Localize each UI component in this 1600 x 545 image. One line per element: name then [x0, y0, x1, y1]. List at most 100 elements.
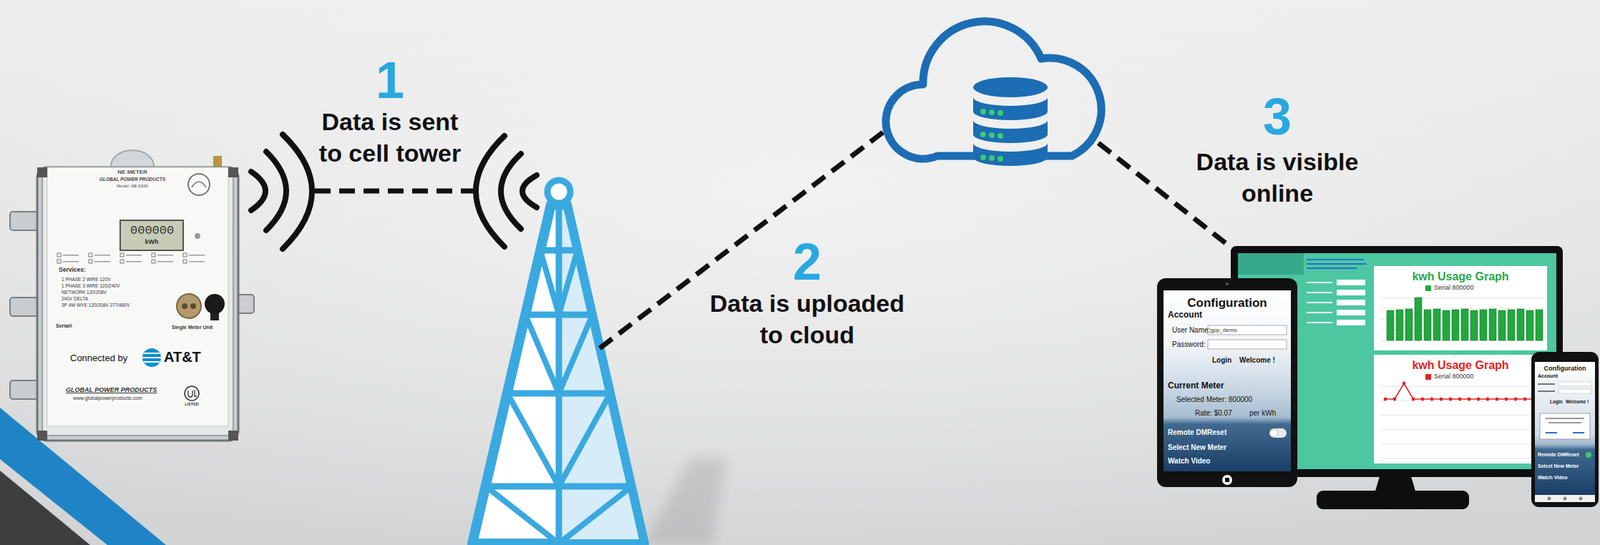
screen-text: Account [1167, 310, 1203, 321]
electric-meter-art-part [47, 167, 229, 427]
meter-label: kWh [145, 238, 159, 246]
meter-mounting-part [10, 211, 39, 231]
electric-meter-art-part [191, 181, 207, 188]
electric-meter-art-part [176, 294, 202, 319]
signal-waves-part [251, 171, 266, 211]
meter-mounting-part [213, 155, 222, 168]
meter-label: Connected by [70, 353, 128, 365]
electric-meter-art-part [188, 389, 197, 398]
phone-screen-art-part [1563, 497, 1568, 501]
screen-text: Password: [1172, 340, 1206, 350]
step-number: 1 [347, 54, 433, 106]
monitor-screen-art-part [1479, 309, 1487, 341]
database-icon-part [973, 97, 1048, 121]
monitor-screen-art-part [1306, 263, 1367, 265]
tablet-screen-art-part [1269, 428, 1287, 438]
screen-text: Configuration [1187, 296, 1267, 311]
electric-meter-art-part [62, 261, 79, 263]
screen-text: Remote DMReset [1167, 428, 1227, 438]
meter-label: Single Meter Unit [171, 324, 213, 331]
screen-text: Configuration [1544, 364, 1587, 373]
chart-text: kwh Usage Graph [1411, 270, 1509, 284]
cloud-icon [885, 21, 1102, 159]
monitor-screen-art-part [1516, 309, 1525, 341]
electric-meter-art-part [94, 261, 111, 263]
database-icon-part [973, 120, 1048, 144]
phone-screen-art-part [1548, 422, 1582, 424]
phone-screen-art-part [1545, 432, 1558, 434]
electric-meter-art-part [88, 259, 93, 264]
electric-meter-art-part [181, 303, 188, 310]
monitor-frame-part [1316, 490, 1470, 510]
monitor-screen-art-part [1433, 309, 1441, 341]
meter-mounting-part [236, 294, 255, 314]
monitor-screen-art-part [1385, 383, 1535, 400]
electric-meter-art-part [120, 259, 124, 264]
electric-meter-art-part [228, 430, 239, 441]
phone-screen-art-part [1534, 495, 1595, 503]
monitor-screen-art-part [1498, 310, 1506, 341]
cell-tower-part [547, 180, 571, 204]
meter-label: www.globalpowerproducts.com [72, 395, 143, 402]
electric-meter-art-part [157, 254, 174, 257]
meter-label: NE METER [117, 168, 147, 176]
database-icon-part [988, 132, 995, 139]
tablet-screen-art-part [1270, 429, 1278, 438]
meter-label: LISTED [184, 402, 199, 407]
electric-meter-art-part [62, 254, 79, 257]
phone-screen-art-part [1539, 413, 1590, 440]
database-icon-part [988, 155, 995, 162]
electric-meter-art-part [88, 253, 93, 257]
monitor-screen-art-part [1306, 301, 1333, 304]
cell-tower-part [507, 393, 611, 487]
monitor-screen-art-part [1306, 259, 1364, 261]
monitor-screen-art-part [1451, 309, 1460, 341]
screen-text: Select New Meter [1537, 463, 1580, 470]
electric-meter-art-part [57, 259, 61, 264]
monitor-screen-art-part [1381, 457, 1545, 459]
database-icon-part [988, 109, 995, 116]
monitor-screen-art-part [1381, 429, 1545, 431]
monitor-screen-art-part [1423, 309, 1432, 341]
chart-text: Serial 800000 [1433, 372, 1475, 380]
monitor-screen-art-part [1425, 285, 1432, 292]
meter-label: 240V DELTA [61, 296, 89, 302]
tablet-screen-art-part [1207, 325, 1287, 335]
screen-text: per kWh [1249, 409, 1276, 418]
monitor-screen-art-part [1336, 319, 1366, 326]
phone-screen: ConfigurationAccountLoginWelcome !Remote… [1531, 352, 1599, 508]
electric-meter-art-part [188, 173, 210, 196]
monitor-screen-art-part [1336, 309, 1366, 316]
electric-meter-art-part [37, 167, 239, 441]
monitor-screen-art-part [1425, 374, 1432, 380]
electric-meter-art-part [190, 303, 197, 310]
meter-label: GLOBAL POWER PRODUCTS [65, 386, 157, 394]
electric-meter-art-part [188, 254, 205, 257]
tablet-screen: ConfigurationAccountUser Name:gpp_demoPa… [1156, 277, 1299, 489]
monitor-screen-art-part [1373, 266, 1548, 351]
monitor-screen-art-part [1470, 310, 1478, 341]
monitor-screen-art-part [1237, 253, 1557, 470]
step-caption: Data is uploaded to cloud [696, 287, 919, 351]
screen-text: Select New Meter [1167, 443, 1227, 453]
monitor-screen-art-part [1306, 281, 1333, 284]
meter-label: 1 PHASE 3 WIRE 120/240V [61, 283, 120, 289]
electric-meter-art-part [125, 254, 142, 257]
monitor-screen-art-part [1336, 299, 1366, 306]
meter-label: Services: [58, 266, 86, 275]
chart-text: kwh Usage Graph [1411, 359, 1509, 373]
electric-meter-art-part [120, 253, 124, 257]
cell-tower-part [540, 247, 578, 255]
meter-label: Serial# [55, 323, 73, 330]
phone-screen-art-part [1572, 432, 1585, 434]
monitor-screen-art-part [1535, 309, 1543, 341]
screen-text: Welcome ! [1565, 399, 1589, 405]
tablet-screen-art-part [1157, 278, 1298, 488]
tablet-screen-art-part [1225, 477, 1230, 483]
phone-screen-art-part [1545, 417, 1585, 420]
electric-meter-art-part [142, 348, 162, 368]
monitor-screen-art-part [1306, 322, 1333, 324]
cell-tower-part [540, 250, 578, 315]
meter-mounting-part [10, 297, 39, 317]
